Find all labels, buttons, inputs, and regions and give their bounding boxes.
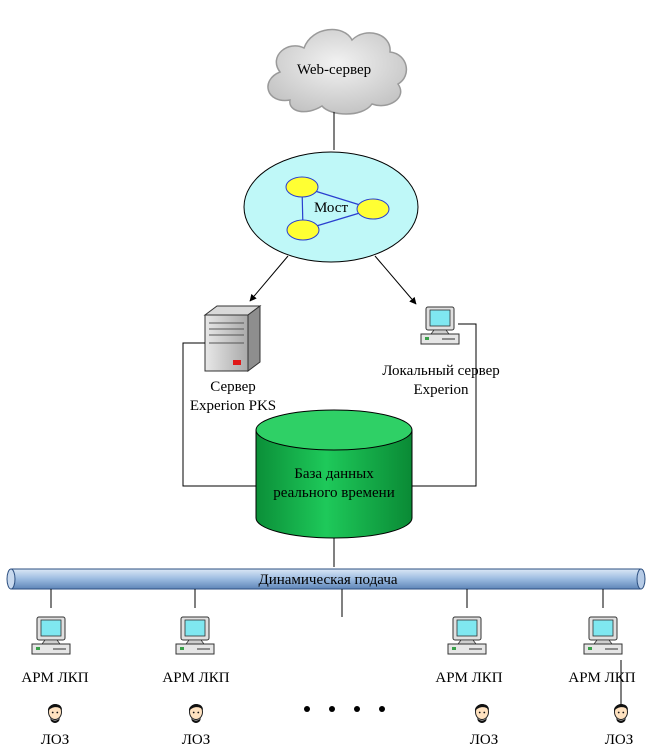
dynamic-feed-bus: Динамическая подача [6,568,646,590]
workstation-4-label: АРМ ЛКП [568,670,635,686]
workstation-4-computer-icon [583,616,623,655]
operator-4-icon [613,703,629,724]
workstation-1-label: АРМ ЛКП [21,670,88,686]
workstation-3-computer-icon [447,616,487,655]
operator-2-icon [188,703,204,724]
cloud-label: Web-сервер [297,62,371,78]
server-led-icon [233,360,241,365]
operator-3-label: ЛОЗ [470,732,499,748]
bridge-node: Мост [243,151,419,263]
local-db-link [412,323,477,487]
bridge-node-2 [356,198,390,220]
workstation-3-label: АРМ ЛКП [435,670,502,686]
workstation-2-computer-icon [175,616,215,655]
cloud-shape [267,28,408,115]
more-workstations-ellipsis [304,706,385,712]
bridge-node-3 [286,219,320,241]
bridge-ellipse [243,151,419,263]
arrow-to-local-server [374,255,417,305]
local-server-label-line1: Локальный сервер [382,363,500,379]
database-label-line1: База данных [294,466,374,482]
realtime-database: База данных реального времени [255,409,413,539]
operator-1-label: ЛОЗ [41,732,70,748]
workstation-1-computer-icon [31,616,71,655]
pks-server-label-line1: Сервер [210,379,256,395]
local-server-computer-icon [420,306,460,345]
arrow-to-pks-server [249,255,289,302]
local-server-label-line2: Experion [414,382,469,398]
bridge-node-1 [285,176,319,198]
operator-1-icon [47,703,63,724]
bridge-label: Мост [314,200,348,216]
operator-3-icon [474,703,490,724]
web-server-cloud: Web-сервер [267,28,408,115]
operator-2-label: ЛОЗ [182,732,211,748]
pks-server-label-line2: Experion PKS [190,398,276,414]
pks-server-tower [203,305,262,372]
workstation-2-label: АРМ ЛКП [162,670,229,686]
pks-db-link [182,342,256,487]
operator-4-label: ЛОЗ [605,732,634,748]
bus-label: Динамическая подача [258,572,397,588]
database-label-line2: реального времени [273,485,394,501]
